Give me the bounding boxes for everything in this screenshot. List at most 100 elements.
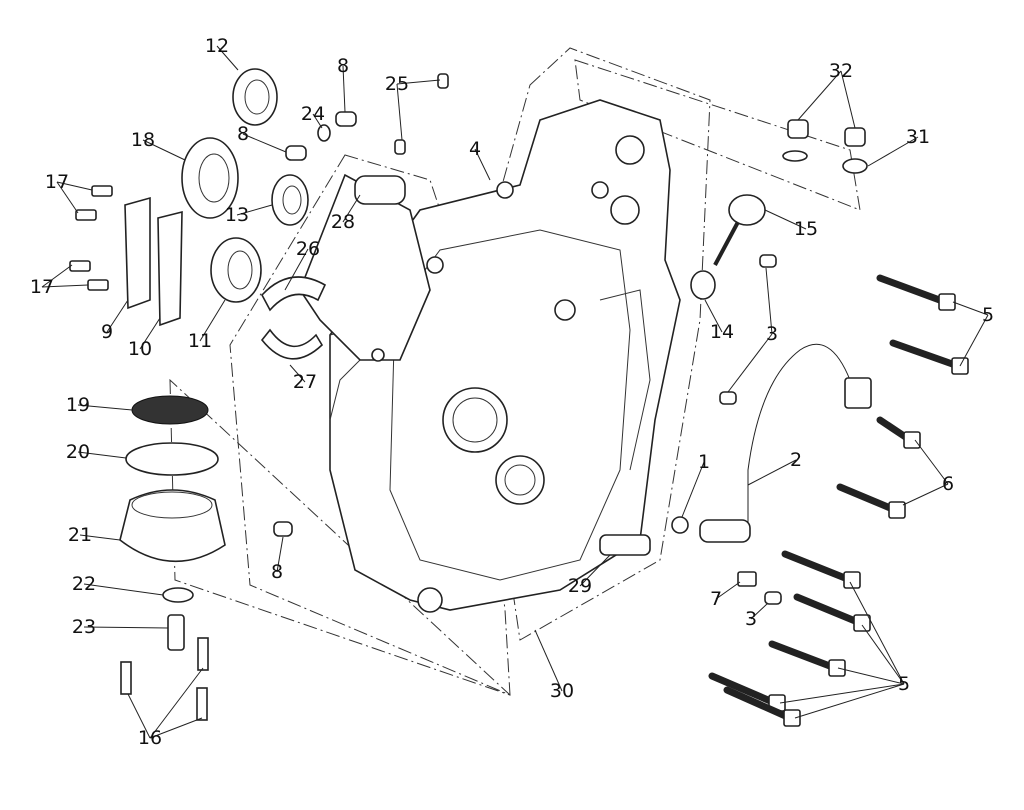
leader-line [534,629,563,692]
bolt-shaft [708,672,779,707]
bolt-head [783,709,801,727]
leader-line [840,70,856,129]
leader-line [681,461,705,518]
callout-29: 29 [568,575,592,597]
callout-30: 30 [550,680,574,702]
leader-line [342,65,346,113]
bolt-head [888,501,906,519]
bolt-shaft [768,640,839,672]
leader-line [83,583,164,596]
leader-line [41,284,89,288]
callout-8: 8 [271,561,283,583]
callout-26: 26 [296,238,320,260]
bearings [181,68,309,303]
leader-line [764,209,807,230]
leader-line [797,70,842,121]
sensor-2 [671,343,872,587]
callout-7: 7 [710,588,722,610]
leader-line [765,267,773,335]
bolts-17 [69,185,113,291]
callout-11: 11 [188,330,212,352]
bolt-head [853,614,871,632]
callout-18: 18 [131,129,155,151]
leader-line [149,667,204,739]
callout-22: 22 [72,573,96,595]
screen-19 [131,395,209,425]
callout-3: 3 [745,608,757,630]
leader-line [902,483,949,506]
callout-17: 17 [45,171,69,193]
callout-32: 32 [829,60,853,82]
leader-line [83,626,169,629]
leader-line [149,717,203,739]
leader-line [41,264,73,288]
plug-32a [787,119,809,139]
dowel-pins [273,73,782,605]
callout-4: 4 [469,138,481,160]
callout-5: 5 [982,304,994,326]
bolt-head [828,659,846,677]
pin-3b [719,391,737,405]
leader-line [199,299,226,342]
leader-line [715,581,741,600]
leader-line [959,314,989,367]
plate-9 [124,196,151,310]
callout-3: 3 [766,323,778,345]
leader-line [216,45,239,71]
crank-bore [442,387,508,453]
callout-21: 21 [68,524,92,546]
oil-filter-assembly [119,395,226,721]
callout-19: 19 [66,394,90,416]
callout-9: 9 [101,321,113,343]
outline-top-plugs [574,59,861,211]
leader-line [867,136,919,167]
leader-line [952,301,989,316]
shaft-bore [495,455,545,505]
outline-left-case [229,154,511,696]
leader-line [106,299,129,333]
bearing-12 [232,68,278,126]
washer-24 [317,124,331,142]
leader-line [79,534,121,541]
leader-line [342,194,361,223]
o-ring-14 [690,270,716,300]
leader-line [579,554,611,587]
callout-14: 14 [710,321,734,343]
pin-3a [759,254,777,268]
leader-line [794,683,905,719]
bolt-head [843,571,861,589]
washer-31 [842,158,868,174]
leader-line [312,113,323,129]
callout-16: 16 [138,727,162,749]
callout-10: 10 [128,338,152,360]
dipstick-15 [728,194,766,226]
bolt-shaft [889,339,962,370]
callout-23: 23 [72,616,96,638]
leader-line [276,536,284,573]
leader-line [284,248,309,291]
callout-8: 8 [237,123,249,145]
shaft-28 [354,175,406,205]
callout-27: 27 [293,371,317,393]
callout-31: 31 [906,126,930,148]
callout-5: 5 [898,673,910,695]
leader-line [77,404,133,411]
bolt-head [903,431,921,449]
leader-line [750,602,769,620]
callout-28: 28 [331,211,355,233]
leader-line [56,181,93,191]
pin-8a [335,111,357,127]
callout-12: 12 [205,35,229,57]
leader-line [236,204,273,216]
leader-line [242,133,287,153]
leader-line [289,364,306,383]
leader-line [56,181,79,214]
bearing-18 [181,137,239,219]
bolt-shaft [876,274,949,306]
bolt-7 [737,571,757,587]
bolt-head [938,293,956,311]
pin-3c [764,591,782,605]
